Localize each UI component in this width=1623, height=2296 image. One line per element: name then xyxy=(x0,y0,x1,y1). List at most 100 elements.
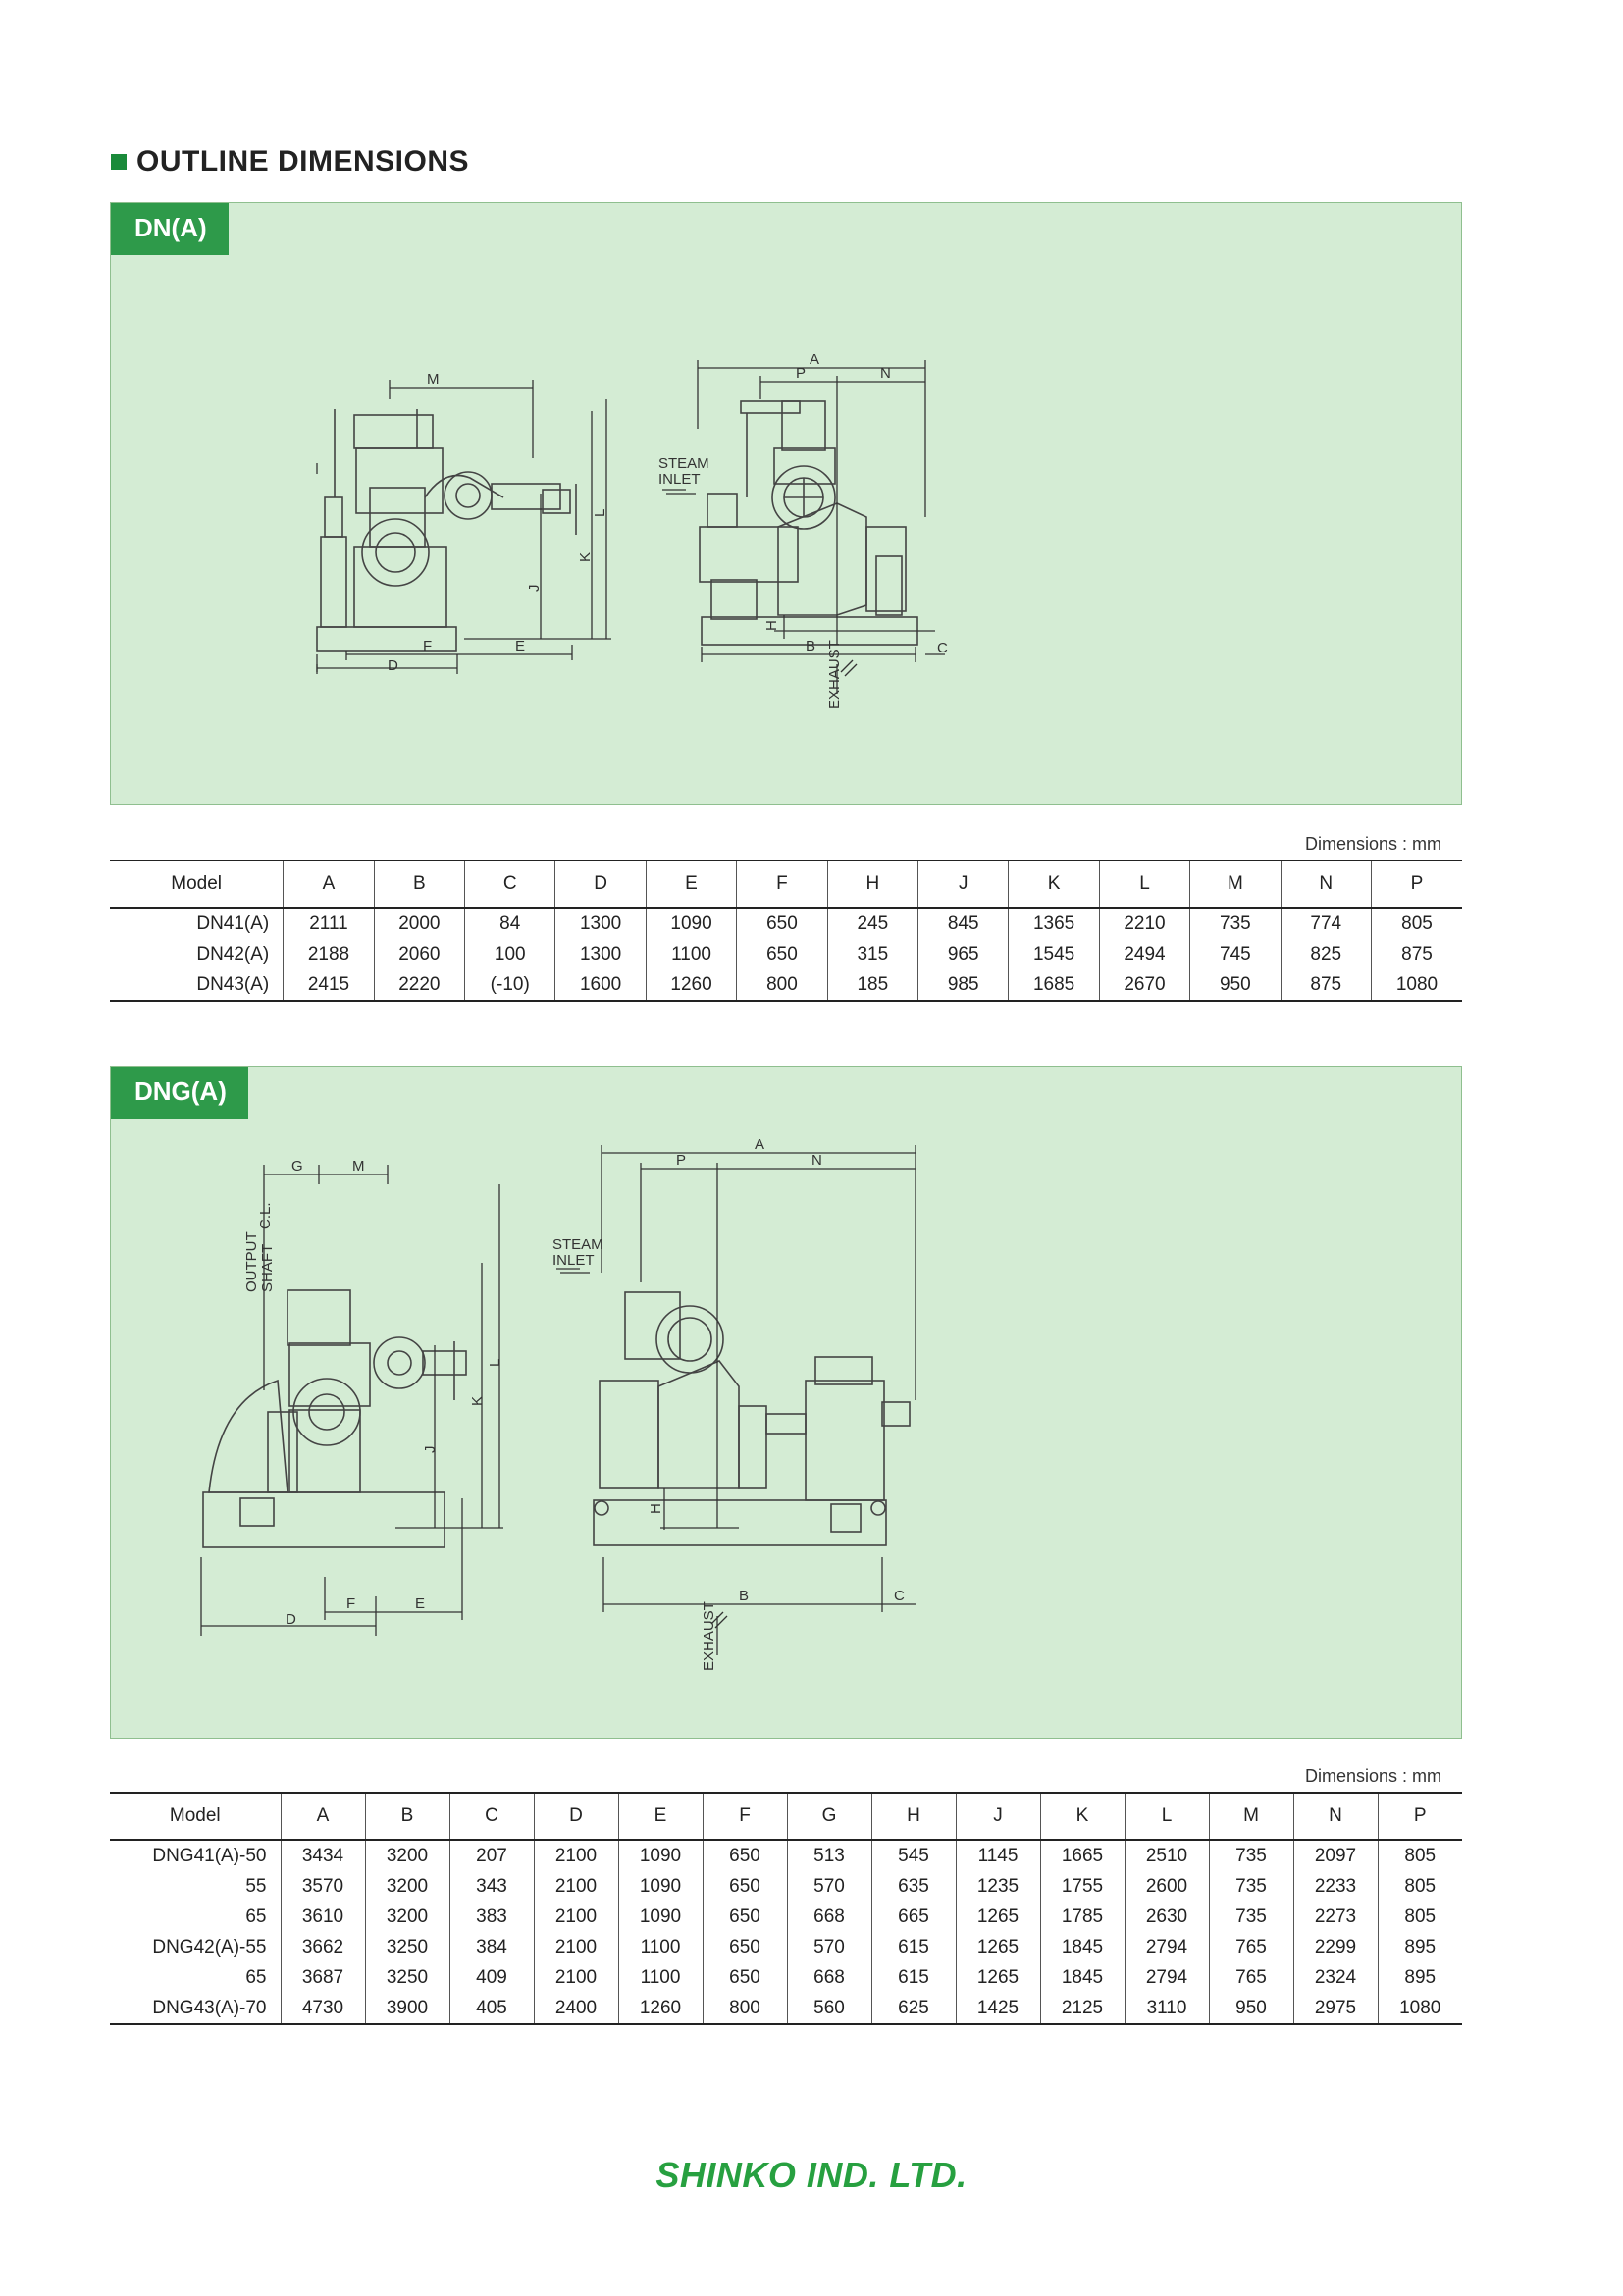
value-cell: 343 xyxy=(448,1871,534,1902)
value-cell: 1265 xyxy=(955,1962,1040,1993)
value-cell: 1100 xyxy=(617,1932,703,1962)
dng-label-H: H xyxy=(648,1503,664,1514)
value-cell: 3900 xyxy=(364,1993,449,2025)
value-cell: 875 xyxy=(1280,969,1372,1002)
value-cell: 3110 xyxy=(1124,1993,1209,2025)
dn-left-machine xyxy=(316,409,577,652)
column-header: F xyxy=(702,1792,787,1841)
value-cell: 3200 xyxy=(364,1902,449,1932)
value-cell: 570 xyxy=(786,1932,871,1962)
column-header: L xyxy=(1098,860,1190,909)
value-cell: 2299 xyxy=(1292,1932,1378,1962)
value-cell: 409 xyxy=(448,1962,534,1993)
value-cell: 84 xyxy=(464,908,555,939)
value-cell: 985 xyxy=(916,969,1009,1002)
value-cell: 1080 xyxy=(1377,1993,1462,2025)
value-cell: 1600 xyxy=(554,969,647,1002)
model-cell: DNG41(A)-50 xyxy=(152,1845,267,1866)
value-cell: 3570 xyxy=(280,1871,365,1902)
page-heading: OUTLINE DIMENSIONS xyxy=(111,145,469,179)
value-cell: 3200 xyxy=(364,1871,449,1902)
dn-label-P: P xyxy=(796,365,806,382)
value-cell: 1685 xyxy=(1008,969,1100,1002)
column-header: E xyxy=(645,860,737,909)
value-cell: 2233 xyxy=(1292,1871,1378,1902)
dng-steam-inlet-1: STEAM xyxy=(552,1236,603,1253)
value-cell: 2100 xyxy=(533,1871,618,1902)
value-cell: 1090 xyxy=(617,1902,703,1932)
dng-drawing-panel: G M D F E J K L OUTPUT SHAFT C.L. xyxy=(110,1066,1462,1739)
model-cell: DN41(A) xyxy=(196,913,270,934)
model-cell: DNG42(A)-55 xyxy=(152,1936,267,1957)
dng-label-E: E xyxy=(415,1595,425,1612)
value-cell: 560 xyxy=(786,1993,871,2025)
value-cell: 650 xyxy=(702,1840,787,1871)
column-header: K xyxy=(1008,860,1100,909)
dn-label-K: K xyxy=(577,552,594,562)
value-cell: 2188 xyxy=(283,939,375,969)
value-cell: 1090 xyxy=(645,908,737,939)
value-cell: 735 xyxy=(1189,908,1282,939)
dng-label-M: M xyxy=(352,1158,365,1174)
value-cell: 950 xyxy=(1208,1993,1293,2025)
column-header: K xyxy=(1039,1792,1125,1841)
value-cell: 2794 xyxy=(1124,1962,1209,1993)
value-cell: 650 xyxy=(702,1932,787,1962)
value-cell: 2100 xyxy=(533,1932,618,1962)
column-header: A xyxy=(280,1792,365,1841)
model-cell: DN43(A) xyxy=(110,969,284,1002)
dn-label-L: L xyxy=(592,509,608,517)
value-cell: 950 xyxy=(1189,969,1282,1002)
heading-square-icon xyxy=(111,154,127,170)
value-cell: 1265 xyxy=(955,1902,1040,1932)
column-header: A xyxy=(283,860,375,909)
model-cell: 55 xyxy=(245,1875,267,1897)
value-cell: 4730 xyxy=(280,1993,365,2025)
value-cell: 825 xyxy=(1280,939,1372,969)
value-cell: 635 xyxy=(870,1871,956,1902)
value-cell: (-10) xyxy=(464,969,555,1002)
dng-output-shaft-2: SHAFT xyxy=(259,1244,276,1292)
value-cell: 2220 xyxy=(373,969,465,1002)
dn-right-machine xyxy=(699,400,918,646)
column-header: Model xyxy=(110,1792,281,1841)
value-cell: 2794 xyxy=(1124,1932,1209,1962)
dng-label-K: K xyxy=(469,1396,486,1406)
value-cell: 2060 xyxy=(373,939,465,969)
value-cell: 2273 xyxy=(1292,1902,1378,1932)
dn-label-M: M xyxy=(427,371,440,388)
value-cell: 845 xyxy=(916,908,1009,939)
dn-label-J: J xyxy=(526,585,543,593)
value-cell: 1090 xyxy=(617,1840,703,1871)
value-cell: 800 xyxy=(702,1993,787,2025)
value-cell: 2125 xyxy=(1039,1993,1125,2025)
value-cell: 1100 xyxy=(645,939,737,969)
value-cell: 875 xyxy=(1370,939,1462,969)
value-cell: 100 xyxy=(464,939,555,969)
dn-model-tab: DN(A) xyxy=(111,203,229,255)
column-header: C xyxy=(448,1792,534,1841)
value-cell: 1665 xyxy=(1039,1840,1125,1871)
dn-label-D: D xyxy=(388,657,398,674)
value-cell: 615 xyxy=(870,1962,956,1993)
value-cell: 774 xyxy=(1280,908,1372,939)
value-cell: 735 xyxy=(1208,1840,1293,1871)
value-cell: 800 xyxy=(736,969,828,1002)
column-header: N xyxy=(1280,860,1372,909)
dng-label-G: G xyxy=(291,1158,303,1174)
model-cell: 65 xyxy=(245,1905,267,1927)
value-cell: 735 xyxy=(1208,1902,1293,1932)
value-cell: 668 xyxy=(786,1962,871,1993)
value-cell: 895 xyxy=(1377,1962,1462,1993)
dng-steam-inlet-2: INLET xyxy=(552,1252,595,1269)
value-cell: 650 xyxy=(736,939,828,969)
dng-output-shaft-1: OUTPUT xyxy=(243,1231,260,1292)
column-header: N xyxy=(1292,1792,1378,1841)
dng-model-tab: DNG(A) xyxy=(111,1067,248,1119)
